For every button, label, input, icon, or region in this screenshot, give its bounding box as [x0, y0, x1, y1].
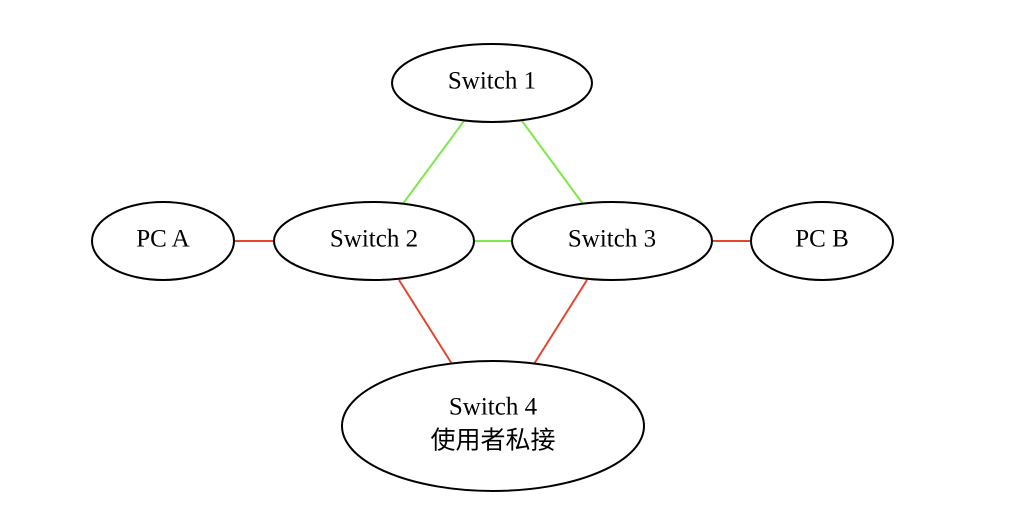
node-switch-2-ellipse — [273, 201, 475, 281]
node-switch-2[interactable]: Switch 2 — [273, 201, 475, 281]
node-switch-1-label: Switch 1 — [448, 68, 536, 95]
node-switch-2-label: Switch 2 — [330, 226, 418, 253]
node-pc-b[interactable]: PC B — [750, 201, 894, 281]
edge-switch1-switch3 — [521, 120, 584, 205]
node-switch-3-label: Switch 3 — [568, 226, 656, 253]
node-pc-a-label: PC A — [136, 226, 190, 253]
node-pc-b-label: PC B — [795, 226, 849, 253]
node-switch-3[interactable]: Switch 3 — [511, 201, 713, 281]
node-switch-1[interactable]: Switch 1 — [391, 43, 593, 123]
edge-switch2-switch4 — [398, 279, 453, 365]
node-pc-b-ellipse — [750, 201, 894, 281]
node-switch-1-ellipse — [391, 43, 593, 123]
edge-switch1-switch2 — [401, 120, 465, 206]
node-pc-a[interactable]: PC A — [91, 201, 235, 281]
node-switch-4-label-line1: Switch 4 — [449, 394, 538, 421]
node-switch-3-ellipse — [511, 201, 713, 281]
node-switch-4-ellipse — [341, 360, 645, 492]
node-pc-a-ellipse — [91, 201, 235, 281]
node-switch-4-label-line2: 使用者私接 — [430, 427, 555, 455]
edges — [234, 120, 751, 365]
edge-switch3-switch4 — [533, 279, 588, 365]
node-switch-4[interactable]: Switch 4 使用者私接 — [341, 360, 645, 492]
